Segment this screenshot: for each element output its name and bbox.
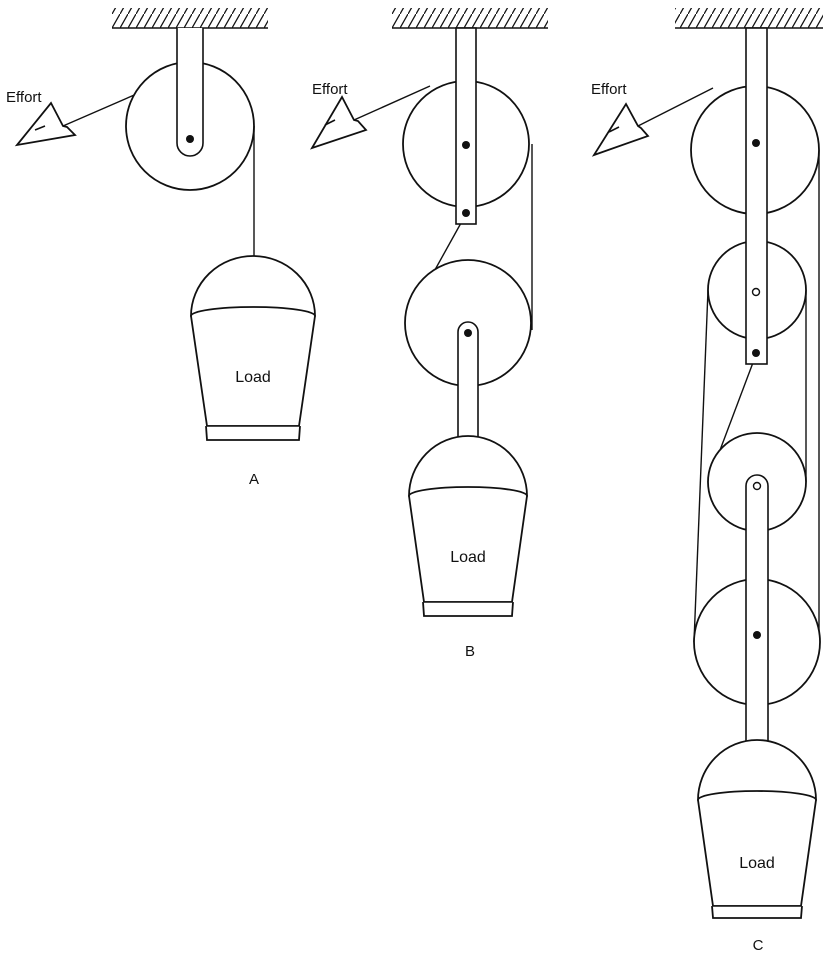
fixed-strap-c	[745, 27, 768, 365]
effort-label-b: Effort	[312, 81, 348, 98]
effort-label-a: Effort	[6, 89, 42, 106]
axle-movable-b	[464, 329, 472, 337]
axle-a	[186, 135, 194, 143]
load-label-c: Load	[739, 855, 775, 872]
ceiling-c	[675, 8, 823, 29]
ceiling-b	[392, 8, 548, 29]
axle-movable-small-c	[752, 481, 762, 491]
hanger-strap-a	[176, 28, 204, 157]
effort-motion-lines-a	[34, 125, 46, 131]
effort-rope-c	[637, 87, 714, 127]
bucket-handle-a	[190, 255, 316, 317]
ceiling-a	[112, 8, 268, 29]
effort-motion-lines-c	[608, 126, 620, 133]
effort-label-c: Effort	[591, 81, 627, 98]
axle-fixed-b	[462, 141, 470, 149]
load-bucket-a: Load	[190, 255, 316, 441]
bucket-handle-c	[697, 739, 817, 801]
figure-caption-b: B	[465, 643, 475, 660]
effort-motion-lines-b	[324, 119, 336, 126]
load-label-a: Load	[235, 369, 271, 386]
load-bucket-b: Load	[408, 435, 528, 617]
effort-arrow-c	[591, 102, 650, 157]
pulley-system-a: Effort Load A	[6, 8, 316, 488]
fixed-strap-b	[455, 27, 477, 225]
effort-rope-b	[353, 85, 431, 121]
effort-arrow-b	[310, 95, 368, 150]
axle-movable-large-c	[753, 631, 761, 639]
bucket-handle-b	[408, 435, 528, 497]
figure-caption-c: C	[753, 937, 764, 954]
pulley-system-b: Effort Load B	[310, 8, 548, 660]
rope-outer-left-c	[693, 289, 709, 643]
effort-arrow-a	[14, 101, 77, 147]
load-label-b: Load	[450, 549, 486, 566]
movable-strap-b	[457, 321, 479, 440]
pulley-system-c: Effort Load C	[591, 8, 823, 954]
axle-fixed-small-c	[751, 287, 761, 297]
load-bucket-c: Load	[697, 739, 817, 919]
axle-fixed-large-c	[752, 139, 760, 147]
rope-anchor-b	[462, 209, 470, 217]
figure-caption-a: A	[249, 471, 259, 488]
rope-anchor-c	[752, 349, 760, 357]
